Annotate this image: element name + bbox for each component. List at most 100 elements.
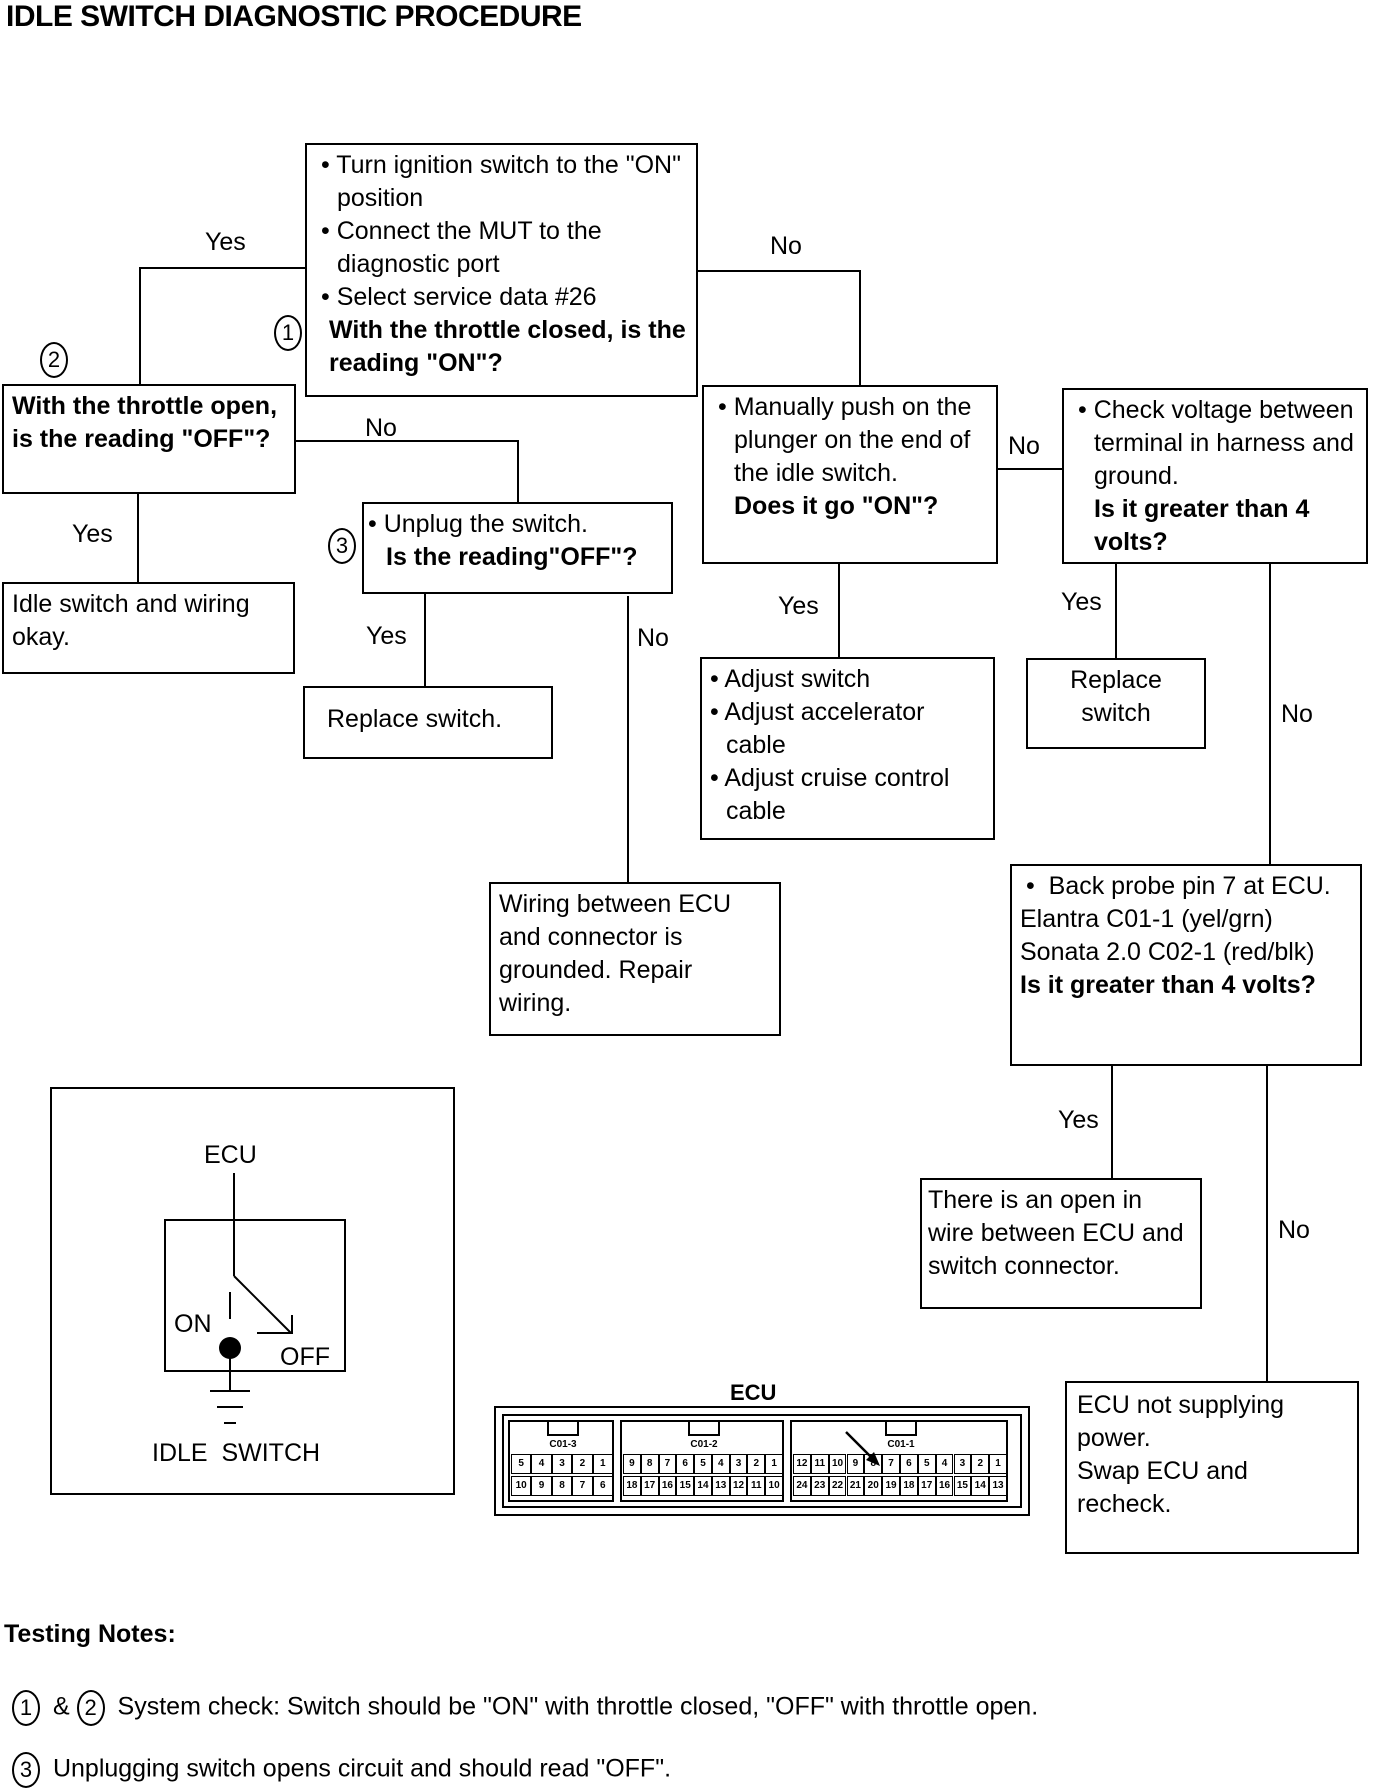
- connector-pin: 16: [935, 1476, 954, 1496]
- connector-pin: 17: [917, 1476, 936, 1496]
- wiring-grounded-box: Wiring between ECU and connector is grou…: [489, 882, 781, 1036]
- connector-pin: 23: [810, 1476, 829, 1496]
- branch-label-no: No: [770, 232, 802, 260]
- branch-label-no: No: [637, 624, 669, 652]
- connector-line: [859, 270, 861, 386]
- back-probe-question: Is it greater than 4 volts?: [1020, 971, 1316, 999]
- manual-push-box: • Manually push on the plunger on the en…: [702, 385, 998, 564]
- connector-pin: 8: [640, 1454, 659, 1474]
- connector-pin: 3: [551, 1454, 573, 1474]
- connector-group-label: C01-2: [690, 1439, 718, 1450]
- step-marker-3: 3: [328, 528, 356, 564]
- schematic-off-label: OFF: [280, 1343, 330, 1371]
- connector-pin: 18: [623, 1476, 641, 1496]
- step-marker-3: 3: [12, 1752, 40, 1788]
- check-voltage-bullet: Check voltage between terminal in harnes…: [1093, 396, 1354, 490]
- back-probe-elantra: Elantra C01-1 (yel/grn): [1020, 905, 1273, 933]
- step-1-bullet: Connect the MUT to the diagnostic port: [336, 217, 602, 278]
- connector-pin: 14: [694, 1476, 712, 1496]
- connector-pin: 20: [864, 1476, 883, 1496]
- connector-pin: 6: [592, 1476, 613, 1496]
- connector-pin: 5: [917, 1454, 936, 1474]
- connector-pin: 22: [828, 1476, 847, 1496]
- branch-label-yes: Yes: [1061, 588, 1102, 616]
- step-1-question: With the throttle closed, is the reading…: [329, 316, 686, 377]
- connector-line: [424, 593, 426, 687]
- testing-note-1: 1 & 2 System check: Switch should be "ON…: [12, 1690, 1038, 1726]
- connector-latch: [688, 1422, 720, 1436]
- connector-line: [1115, 563, 1117, 659]
- schematic-on-label: ON: [174, 1310, 212, 1338]
- connector-pin: 12: [729, 1476, 748, 1496]
- connector-pin: 10: [511, 1476, 532, 1496]
- branch-label-no: No: [1278, 1216, 1310, 1244]
- connector-pin: 13: [989, 1476, 1007, 1496]
- connector-pin: 19: [882, 1476, 900, 1496]
- step-3-bullet: Unplug the switch.: [383, 510, 588, 538]
- connector-group-label: C01-1: [887, 1439, 915, 1450]
- connector-pin: 9: [531, 1476, 552, 1496]
- connector-group-label: C01-3: [549, 1439, 577, 1450]
- connector-pin: 15: [953, 1476, 972, 1496]
- replace-switch-text: Replace switch.: [327, 705, 503, 733]
- connector-line: [517, 440, 519, 504]
- step-3-question: Is the reading"OFF"?: [386, 543, 638, 571]
- ecu-not-supplying-box: ECU not supplying power. Swap ECU and re…: [1065, 1381, 1359, 1554]
- branch-label-no: No: [1281, 700, 1313, 728]
- connector-line: [140, 267, 308, 269]
- idle-switch-schematic: ECU ON OFF IDLE SWITCH: [50, 1087, 455, 1495]
- manual-push-question: Does it go "ON"?: [734, 492, 939, 520]
- connector-line: [627, 596, 629, 882]
- connector-line: [1266, 1064, 1268, 1382]
- step-marker-1: 1: [12, 1690, 40, 1726]
- switch-diagram: [164, 1173, 346, 1424]
- ecu-not-supplying-line1: ECU not supplying power.: [1077, 1391, 1285, 1452]
- connector-pin: 1: [592, 1454, 613, 1474]
- connector-pin: 9: [623, 1454, 641, 1474]
- connector-pin: 5: [511, 1454, 532, 1474]
- testing-note-2: 3 Unplugging switch opens circuit and sh…: [12, 1752, 671, 1788]
- step-3-box: • Unplug the switch. Is the reading"OFF"…: [362, 502, 673, 594]
- check-voltage-question: Is it greater than 4 volts?: [1094, 495, 1310, 556]
- connector-latch: [547, 1422, 579, 1436]
- connector-pin: 12: [793, 1454, 811, 1474]
- branch-label-yes: Yes: [778, 592, 819, 620]
- connector-pin: 4: [711, 1454, 730, 1474]
- idle-ok-text: Idle switch and wiring okay.: [12, 590, 250, 651]
- connector-pin: 8: [551, 1476, 573, 1496]
- step-1-box: • Turn ignition switch to the "ON" posit…: [305, 143, 698, 397]
- connector-pin: 2: [971, 1454, 990, 1474]
- step-marker-2: 2: [76, 1690, 105, 1726]
- adjust-bullet: Adjust accelerator cable: [724, 698, 925, 759]
- connector-pin: 11: [810, 1454, 829, 1474]
- step-marker-2: 2: [40, 342, 68, 378]
- connector-line: [137, 492, 139, 582]
- step-2-box: With the throttle open, is the reading "…: [2, 384, 296, 494]
- back-probe-bullet: Back probe pin 7 at ECU.: [1048, 872, 1331, 900]
- switch-housing: [164, 1219, 346, 1372]
- replace-switch-box-2: Replace switch: [1026, 658, 1206, 749]
- connector-pin: 21: [846, 1476, 865, 1496]
- adjust-box: • Adjust switch • Adjust accelerator cab…: [700, 657, 995, 840]
- connector-line: [139, 267, 141, 387]
- connector-pin: 15: [676, 1476, 695, 1496]
- connector-pin: 11: [747, 1476, 766, 1496]
- connector-pin: 18: [900, 1476, 918, 1496]
- connector-pin: 7: [572, 1476, 593, 1496]
- connector-pin: 9: [846, 1454, 865, 1474]
- check-voltage-box: • Check voltage between terminal in harn…: [1062, 388, 1368, 564]
- connector-pin: 1: [989, 1454, 1007, 1474]
- idle-ok-box: Idle switch and wiring okay.: [2, 582, 295, 674]
- connector-pin: 3: [953, 1454, 972, 1474]
- branch-label-yes: Yes: [72, 520, 113, 548]
- connector-line: [1111, 1064, 1113, 1180]
- connector-pin: 6: [900, 1454, 918, 1474]
- connector-latch: [885, 1422, 917, 1436]
- connector-line: [838, 563, 840, 658]
- step-marker-1: 1: [274, 315, 302, 351]
- branch-label-no: No: [365, 414, 397, 442]
- connector-pin: 2: [572, 1454, 593, 1474]
- connector-pin: 2: [747, 1454, 766, 1474]
- manual-push-bullet: Manually push on the plunger on the end …: [733, 393, 972, 487]
